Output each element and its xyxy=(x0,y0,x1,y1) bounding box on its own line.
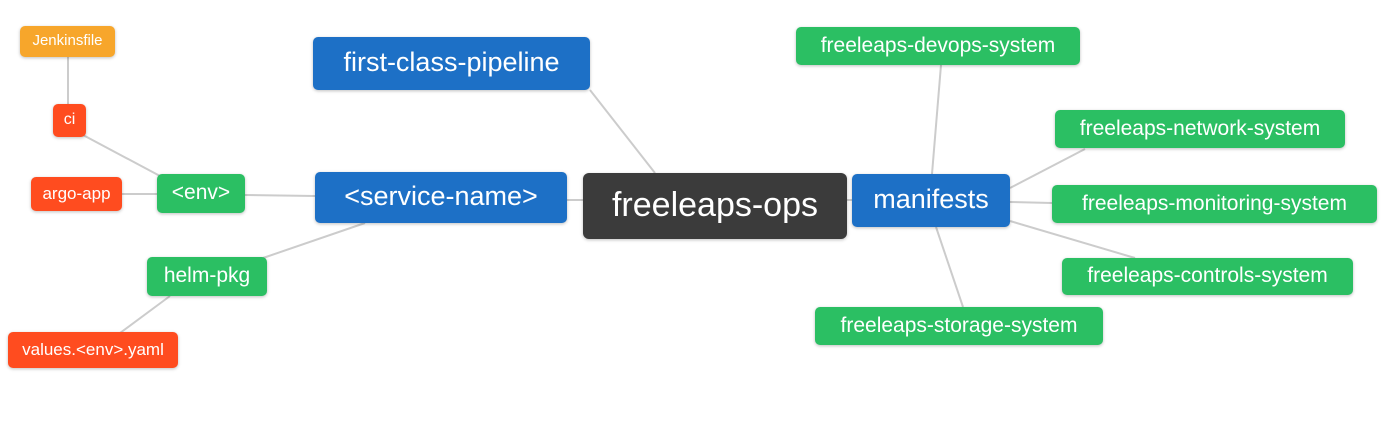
edge-manifests-storage xyxy=(935,226,964,308)
node-ci[interactable]: ci xyxy=(53,104,86,137)
edge-pipeline-ops xyxy=(589,89,656,174)
node-service-name[interactable]: <service-name> xyxy=(315,172,567,223)
node-freeleaps-network-system[interactable]: freeleaps-network-system xyxy=(1055,110,1345,148)
node-freeleaps-monitoring-system[interactable]: freeleaps-monitoring-system xyxy=(1052,185,1377,223)
node-first-class-pipeline[interactable]: first-class-pipeline xyxy=(313,37,590,90)
edge-service-name-helm-pkg xyxy=(262,222,366,259)
node-freeleaps-devops-system[interactable]: freeleaps-devops-system xyxy=(796,27,1080,65)
node-freeleaps-storage-system[interactable]: freeleaps-storage-system xyxy=(815,307,1103,345)
edge-env-service-name xyxy=(244,194,316,197)
edge-manifests-devops xyxy=(931,64,942,175)
node-env[interactable]: <env> xyxy=(157,174,245,213)
node-jenkinsfile[interactable]: Jenkinsfile xyxy=(20,26,115,57)
node-manifests[interactable]: manifests xyxy=(852,174,1010,227)
node-values-env-yaml[interactable]: values.<env>.yaml xyxy=(8,332,178,368)
edge-helm-pkg-values xyxy=(119,295,171,334)
node-freeleaps-ops[interactable]: freeleaps-ops xyxy=(583,173,847,239)
node-argo-app[interactable]: argo-app xyxy=(31,177,122,211)
node-freeleaps-controls-system[interactable]: freeleaps-controls-system xyxy=(1062,258,1353,295)
edge-ci-env xyxy=(82,134,161,177)
edge-manifests-controls xyxy=(1009,220,1136,259)
edge-manifests-monitoring xyxy=(1009,201,1053,204)
edge-manifests-network xyxy=(1009,148,1086,189)
node-helm-pkg[interactable]: helm-pkg xyxy=(147,257,267,296)
